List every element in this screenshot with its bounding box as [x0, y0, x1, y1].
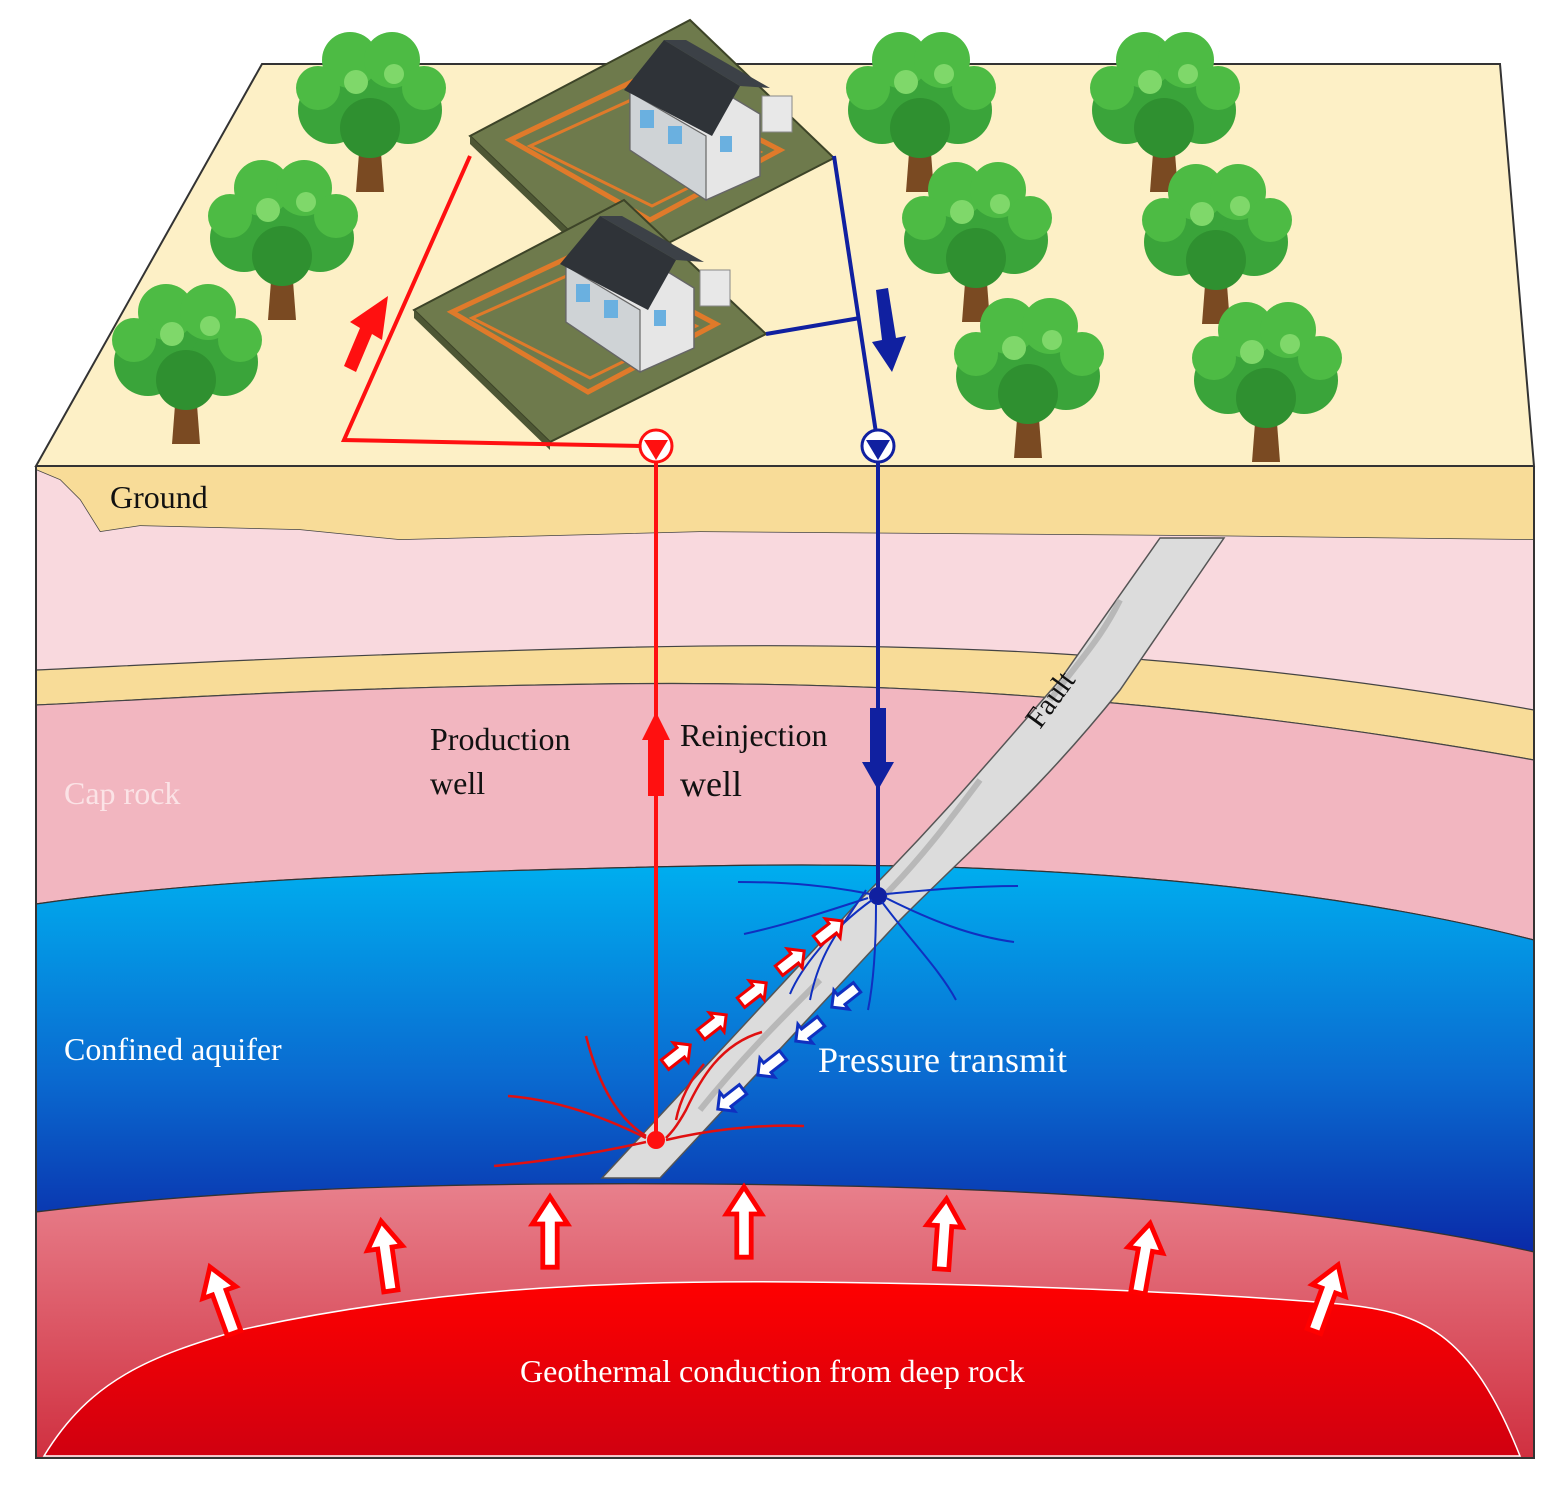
arrow-up-icon	[344, 296, 388, 372]
reinjection-well-label-1: Reinjection	[680, 717, 828, 753]
production-well-label-1: Production	[430, 721, 570, 757]
pink-layer	[36, 470, 1534, 710]
arrow-down-icon	[862, 708, 894, 790]
reinjection-surface-pipe	[832, 155, 880, 447]
confined-aquifer-label: Confined aquifer	[64, 1031, 282, 1067]
geothermal-conduction-label: Geothermal conduction from deep rock	[520, 1353, 1025, 1389]
pump-down-icon	[860, 428, 896, 464]
production-well-bottom	[647, 1131, 665, 1149]
ground-layer	[35, 465, 1535, 541]
pump-down-icon	[638, 428, 674, 464]
production-well-label-2: well	[430, 765, 485, 801]
house-icon	[468, 18, 836, 280]
reinjection-outflow-lines	[737, 881, 1019, 1011]
arrow-down-icon	[872, 288, 906, 372]
house-icon	[412, 198, 768, 450]
pressure-transmit-label: Pressure transmit	[818, 1040, 1067, 1080]
fault-zone	[600, 537, 1226, 1179]
production-surface-pipe	[340, 155, 641, 448]
ground-label: Ground	[110, 479, 208, 515]
reinjection-well-label-2: well	[680, 764, 742, 804]
production-inflow-lines	[493, 1030, 805, 1168]
reinjection-branch-pipe	[765, 316, 861, 336]
cap-rock-label: Cap rock	[64, 775, 180, 811]
reinjection-well-bottom	[869, 887, 887, 905]
block-outline	[35, 466, 1535, 1459]
arrow-up-icon	[642, 712, 670, 796]
deep-rock-dome	[42, 1281, 1522, 1457]
